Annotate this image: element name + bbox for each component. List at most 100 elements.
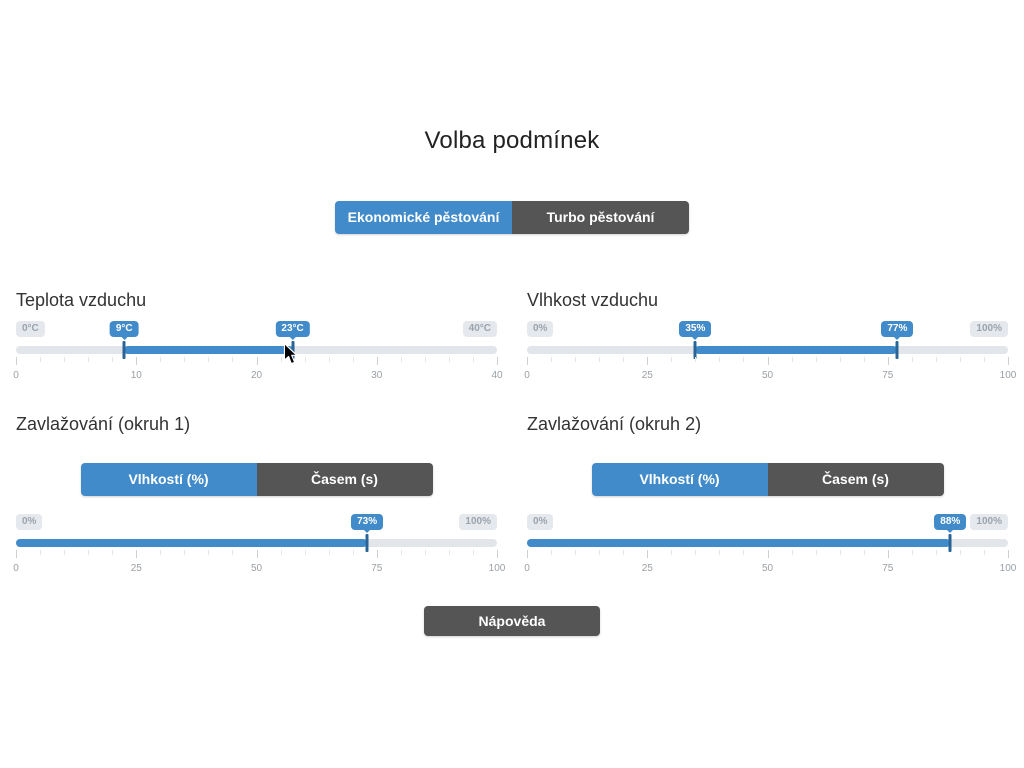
tick-mark bbox=[815, 357, 817, 362]
tick-mark bbox=[623, 550, 625, 555]
tick-mark bbox=[352, 357, 354, 362]
slider-to-value[interactable]: 77% bbox=[881, 321, 914, 340]
tick-mark bbox=[671, 357, 673, 362]
tick-mark bbox=[160, 357, 162, 362]
irrigation1-heading: Zavlažování (okruh 1) bbox=[16, 414, 191, 434]
tick-mark bbox=[64, 550, 66, 555]
slider-fill bbox=[695, 346, 898, 354]
tick-label: 40 bbox=[491, 370, 503, 381]
slider-handle[interactable] bbox=[365, 534, 369, 552]
tick-mark bbox=[232, 357, 234, 362]
slider-to-handle[interactable] bbox=[895, 341, 899, 359]
slider-fill bbox=[16, 539, 368, 547]
mode-economic-button[interactable]: Ekonomické pěstování bbox=[335, 201, 512, 234]
tick-mark bbox=[839, 357, 841, 362]
tick-mark bbox=[40, 550, 42, 555]
tick-mark bbox=[376, 550, 378, 558]
tick-mark bbox=[112, 550, 114, 555]
irrigation1-section: Zavlažování (okruh 1) Vlhkostí (%) Časem… bbox=[13, 414, 505, 580]
tick-mark bbox=[743, 550, 745, 555]
tick-mark bbox=[527, 550, 528, 558]
slider-track[interactable] bbox=[16, 534, 497, 552]
irrigation1-mode-time-button[interactable]: Časem (s) bbox=[256, 463, 433, 496]
tick-mark bbox=[935, 550, 937, 555]
slider-labels: 0% 88% 100% bbox=[527, 514, 1008, 533]
slider-max-label: 100% bbox=[970, 321, 1008, 337]
tick-mark bbox=[887, 550, 889, 558]
slider-to-value[interactable]: 23°C bbox=[275, 321, 310, 340]
slider-min-label: 0% bbox=[527, 514, 554, 530]
slider-from-handle[interactable] bbox=[122, 341, 126, 359]
slider-value[interactable]: 73% bbox=[351, 514, 384, 533]
slider-track[interactable] bbox=[527, 534, 1008, 552]
tick-mark bbox=[695, 357, 697, 362]
slider-from-handle[interactable] bbox=[693, 341, 697, 359]
tick-mark bbox=[16, 357, 17, 365]
tick-label: 0 bbox=[524, 370, 530, 381]
slider-handle[interactable] bbox=[948, 534, 952, 552]
mode-toggle-row: Ekonomické pěstování Turbo pěstování bbox=[0, 201, 1024, 234]
tick-mark bbox=[575, 357, 577, 362]
tick-mark bbox=[983, 357, 985, 362]
tick-mark bbox=[136, 357, 138, 365]
tick-label: 30 bbox=[371, 370, 383, 381]
tick-label: 0 bbox=[13, 370, 19, 381]
slider-value[interactable]: 88% bbox=[934, 514, 967, 533]
tick-mark bbox=[863, 550, 865, 555]
irrigation2-mode-humidity-button[interactable]: Vlhkostí (%) bbox=[591, 463, 768, 496]
tick-mark bbox=[112, 357, 114, 362]
tick-mark bbox=[400, 550, 402, 555]
tick-mark bbox=[280, 357, 282, 362]
irrigation2-heading: Zavlažování (okruh 2) bbox=[527, 414, 702, 434]
tick-mark bbox=[136, 550, 138, 558]
slider-max-label: 100% bbox=[970, 514, 1008, 530]
tick-mark bbox=[328, 357, 330, 362]
tick-mark bbox=[959, 357, 961, 362]
mode-turbo-button[interactable]: Turbo pěstování bbox=[512, 201, 689, 234]
irrigation1-toggle-row: Vlhkostí (%) Časem (s) bbox=[16, 463, 497, 496]
slider-labels: 0% 73% 100% bbox=[16, 514, 497, 533]
tick-label: 25 bbox=[641, 370, 653, 381]
slider-track[interactable] bbox=[16, 341, 497, 359]
tick-label: 50 bbox=[761, 563, 774, 574]
tick-mark bbox=[719, 550, 721, 555]
tick-mark bbox=[232, 550, 234, 555]
irrigation2-mode-time-button[interactable]: Časem (s) bbox=[767, 463, 944, 496]
tick-mark bbox=[400, 357, 402, 362]
help-button[interactable]: Nápověda bbox=[424, 606, 600, 636]
tick-mark bbox=[767, 357, 769, 365]
slider-fill bbox=[527, 539, 951, 547]
tick-mark bbox=[647, 357, 649, 365]
tick-label: 0 bbox=[524, 563, 530, 574]
tick-label: 75 bbox=[371, 563, 383, 574]
tick-mark bbox=[256, 550, 258, 558]
slider-min-label: 0% bbox=[16, 514, 43, 530]
tick-label: 25 bbox=[641, 563, 653, 574]
tick-mark bbox=[472, 550, 474, 555]
row-irrigation: Zavlažování (okruh 1) Vlhkostí (%) Časem… bbox=[0, 414, 1024, 580]
irrigation1-mode-humidity-button[interactable]: Vlhkostí (%) bbox=[80, 463, 257, 496]
tick-mark bbox=[40, 357, 42, 362]
tick-mark bbox=[16, 550, 17, 558]
tick-mark bbox=[88, 550, 90, 555]
tick-mark bbox=[88, 357, 90, 362]
slider-from-value[interactable]: 9°C bbox=[109, 321, 139, 340]
slider-track[interactable] bbox=[527, 341, 1008, 359]
tick-mark bbox=[863, 357, 865, 362]
slider-from-value[interactable]: 35% bbox=[679, 321, 712, 340]
tick-mark bbox=[599, 550, 601, 555]
tick-label: 50 bbox=[250, 563, 263, 574]
tick-mark bbox=[497, 357, 498, 365]
tick-mark bbox=[695, 550, 697, 555]
tick-label: 0 bbox=[13, 563, 19, 574]
